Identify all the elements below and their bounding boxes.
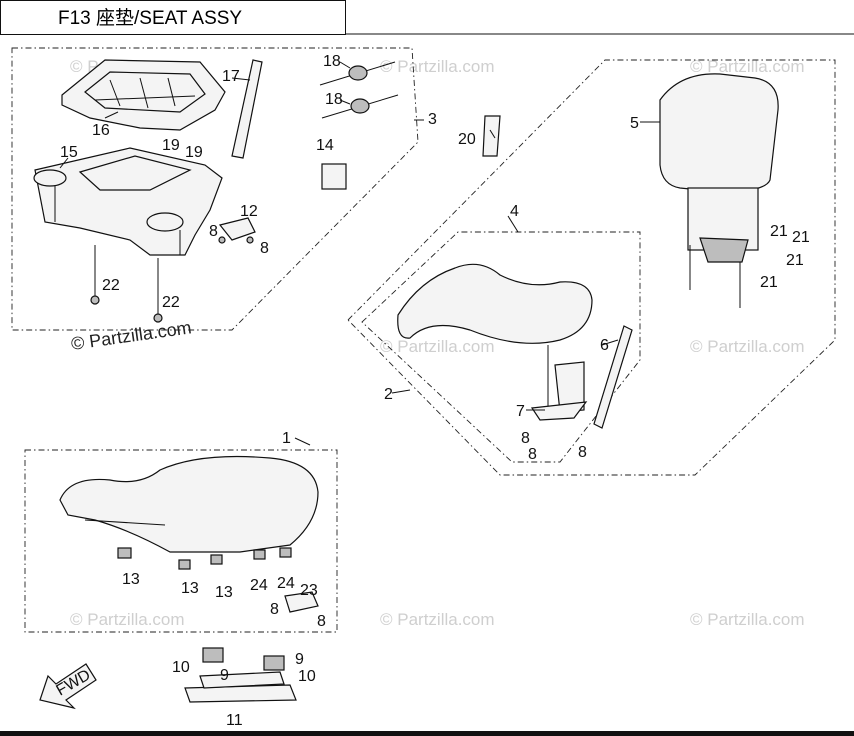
callout-21: 21	[792, 229, 810, 246]
callout-18: 18	[323, 53, 341, 70]
callout-24: 24	[250, 577, 268, 594]
callout-9: 9	[220, 667, 229, 684]
part-22-nut	[153, 313, 163, 323]
callout-8: 8	[317, 613, 326, 630]
watermark-main: © Partzilla.com	[70, 317, 193, 354]
callout-15: 15	[60, 144, 78, 161]
callout-labels: 1 2 3 4 5 6 7 8 8 8 8 8 8 8 9 9 10 10 11…	[60, 53, 810, 729]
part-6-strap	[593, 325, 633, 429]
callout-24: 24	[277, 575, 295, 592]
callout-22: 22	[162, 294, 180, 311]
callout-10: 10	[298, 668, 316, 685]
callout-21: 21	[770, 223, 788, 240]
callout-14: 14	[316, 137, 334, 154]
leader-lines	[59, 61, 660, 446]
callout-20: 20	[458, 131, 476, 148]
group-1-frame	[24, 449, 338, 633]
diagram-title: F13 座垫/SEAT ASSY	[58, 7, 242, 29]
callout-2: 2	[384, 386, 393, 403]
callout-19: 19	[185, 144, 203, 161]
callout-13: 13	[215, 584, 233, 601]
group-2-frame	[347, 59, 836, 476]
watermark: © Partzilla.com	[690, 57, 805, 76]
part-12-hinge	[218, 217, 256, 244]
callout-3: 3	[428, 111, 437, 128]
bottom-border	[0, 731, 854, 736]
callout-23: 23	[300, 582, 318, 599]
callout-19: 19	[162, 137, 180, 154]
callout-8: 8	[528, 446, 537, 463]
part-11-base-plate	[184, 647, 297, 703]
callout-10: 10	[172, 659, 190, 676]
watermark: © Partzilla.com	[380, 610, 495, 629]
callout-13: 13	[181, 580, 199, 597]
callout-12: 12	[240, 203, 258, 220]
callout-4: 4	[510, 203, 519, 220]
part-22-nut	[90, 295, 100, 305]
part-4-passenger-seat	[397, 263, 593, 421]
part-16-tray	[61, 59, 226, 131]
watermark: © Partzilla.com	[380, 57, 495, 76]
callout-7: 7	[516, 403, 525, 420]
callout-11: 11	[226, 712, 243, 729]
watermark: © Partzilla.com	[690, 610, 805, 629]
group-4-frame	[361, 231, 641, 463]
callout-17: 17	[222, 68, 240, 85]
fwd-arrow-icon: FWD	[39, 663, 97, 710]
callout-8: 8	[270, 601, 279, 618]
watermark: © Partzilla.com	[690, 337, 805, 356]
watermark: © Partzilla.com	[380, 337, 495, 356]
callout-8: 8	[521, 430, 530, 447]
callout-16: 16	[92, 122, 110, 139]
callout-8: 8	[578, 444, 587, 461]
part-5-backrest	[659, 73, 779, 308]
callout-9: 9	[295, 651, 304, 668]
part-20-bracket	[482, 115, 501, 157]
watermark: © Partzilla.com	[70, 610, 185, 629]
callout-21: 21	[786, 252, 804, 269]
callout-22: 22	[102, 277, 120, 294]
callout-18: 18	[325, 91, 343, 108]
callout-8: 8	[260, 240, 269, 257]
callout-21: 21	[760, 274, 778, 291]
part-1-main-seat	[59, 455, 319, 613]
title-box: F13 座垫/SEAT ASSY	[0, 0, 854, 35]
part-18-cables	[319, 61, 399, 119]
group-3-frame	[11, 47, 419, 331]
part-17-strap	[231, 59, 263, 159]
part-15-storage-box	[33, 147, 223, 256]
callout-13: 13	[122, 571, 140, 588]
callout-8: 8	[209, 223, 218, 240]
part-14-latch	[321, 163, 347, 190]
callout-1: 1	[282, 430, 291, 447]
callout-5: 5	[630, 115, 639, 132]
callout-6: 6	[600, 337, 609, 354]
